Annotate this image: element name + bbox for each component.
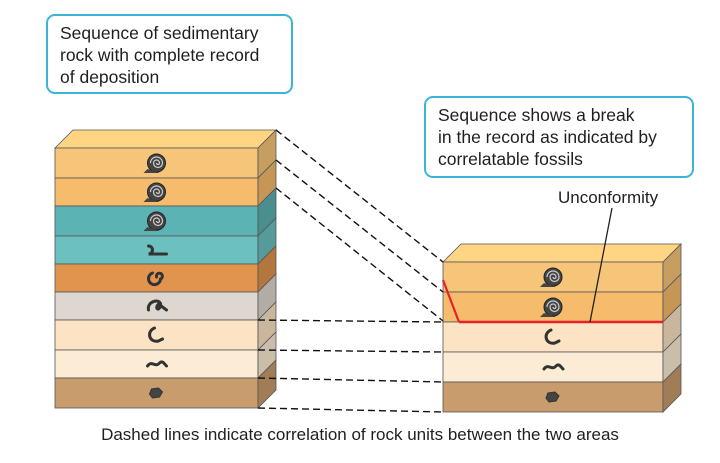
rock-layer-cream-1 — [442, 321, 664, 353]
dashed-correlation-line — [275, 159, 444, 293]
worm-fossil-icon — [542, 363, 565, 371]
hook-fossil-icon — [148, 326, 164, 343]
straight-fossil-icon — [147, 244, 168, 256]
dashed-correlation-line — [275, 187, 444, 322]
left-callout: Sequence of sedimentary rock with comple… — [46, 14, 293, 94]
correlation-lines — [257, 129, 444, 413]
worm-fossil-icon — [146, 360, 168, 368]
right-callout: Sequence shows a break in the record as … — [424, 96, 694, 178]
rock-layer-teal-2 — [54, 235, 259, 265]
rock-layer-side-brown — [662, 363, 682, 413]
column-top-face — [442, 243, 682, 263]
right-rock-column — [442, 243, 682, 413]
dashed-correlation-line — [257, 407, 444, 413]
dashed-correlation-line — [257, 377, 444, 383]
rock-layer-side-brown — [257, 359, 277, 409]
dashed-correlation-line — [275, 129, 444, 263]
dashed-correlation-line — [257, 349, 444, 353]
left-rock-column — [54, 129, 277, 409]
unconformity-pointer — [589, 207, 613, 323]
hook-fossil-icon — [544, 328, 561, 345]
blob-fossil-icon — [148, 387, 164, 399]
dashed-correlation-line — [257, 319, 444, 323]
blob-fossil-icon — [545, 391, 560, 403]
coiled-fossil-icon — [147, 271, 164, 287]
unconformity-edge — [441, 279, 461, 323]
unconformity-line — [441, 207, 663, 324]
rock-layer-cream-1 — [54, 319, 259, 351]
caption: Dashed lines indicate correlation of roc… — [101, 425, 619, 444]
unconformity-label: Unconformity — [558, 188, 659, 207]
column-top-face — [54, 129, 277, 149]
curved-fossil-icon — [146, 299, 168, 312]
